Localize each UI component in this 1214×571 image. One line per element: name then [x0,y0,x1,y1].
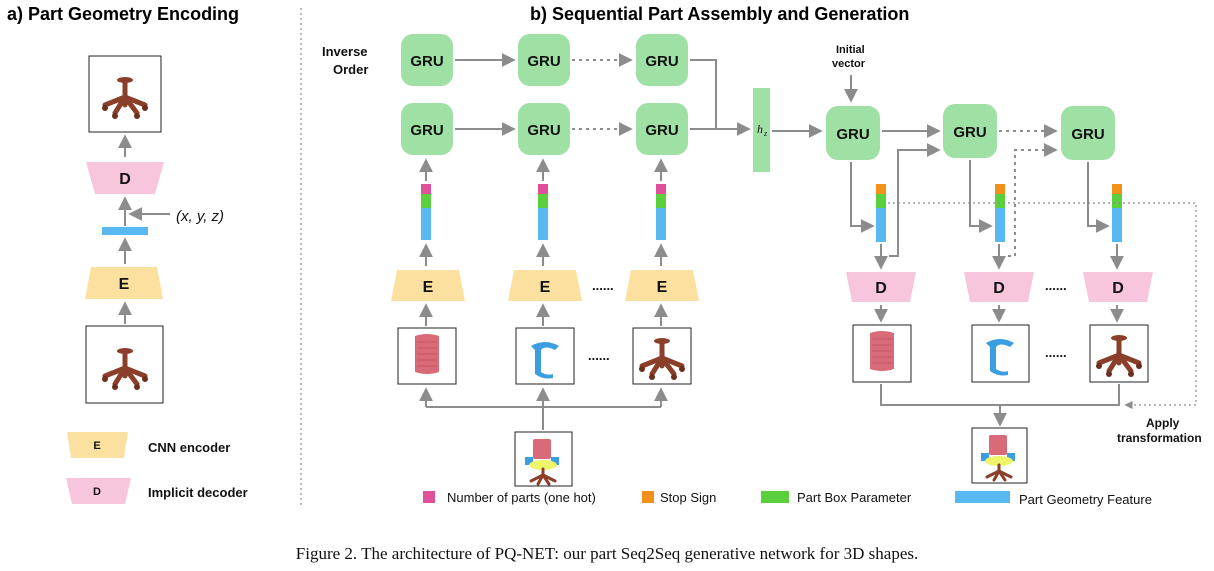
encoder-e-1-letter: E [423,279,434,296]
ellipsis-encoders: ...... [592,278,614,293]
decoder-d-1-letter: D [875,280,887,297]
legend-label-box-param: Part Box Parameter [797,490,912,505]
legend-swatch-stop-sign [642,491,654,503]
initial-vector-line1: Initial [836,44,865,56]
decoder-feature-bar-2 [995,184,1005,242]
encoder-e-1 [391,270,465,301]
hz-label: h [757,122,763,136]
left-encoder-letter: E [119,276,130,293]
decoder-feature-bar-3 [1112,184,1122,242]
decoder-d-2 [964,272,1034,302]
gru-label: GRU [1071,126,1104,143]
encoder-e-2 [508,270,582,301]
arrow-dgru3-to-feat [1087,162,1110,233]
ellipsis-parts: ...... [588,348,610,363]
arrow-feedback-2 [1008,143,1058,257]
legend-label-num-parts: Number of parts (one hot) [447,490,596,505]
left-decoder-shape [86,162,164,194]
decoder-d-3-letter: D [1112,280,1124,297]
decoder-d-2-letter: D [993,280,1005,297]
decoder-d-1 [846,272,916,302]
hz-subscript: z [763,129,768,138]
apply-transformation-line2: transformation [1117,431,1202,445]
chair-back-image [414,333,440,375]
legend-encoder-letter: E [93,440,100,452]
initial-vector-line2: vector [832,58,866,70]
decoder-gru-3 [1061,106,1115,160]
encoder-gru-r2-c2 [518,103,570,155]
arrow-dgru2-to-feat [969,160,993,233]
assembly-line [880,384,1120,406]
encoder-gru-r1-c2 [518,34,570,86]
inverse-order-label-line2: Order [333,62,368,77]
encoder-gru-r2-c3 [636,103,688,155]
gru-label: GRU [645,122,678,139]
legend-swatch-geom-feature [955,491,1010,503]
left-encoder-shape [85,267,163,299]
gru-label: GRU [836,126,869,143]
encoder-feature-bar-1 [421,184,431,240]
ellipsis-decoded-parts: ...... [1045,345,1067,360]
decoder-feature-bar-1 [876,184,886,242]
left-decoder-letter: D [119,171,131,188]
gru-label: GRU [410,122,443,139]
legend-label-geom-feature: Part Geometry Feature [1019,492,1152,507]
gru-label: GRU [527,122,560,139]
legend-encoder-label: CNN encoder [148,440,230,455]
hz-latent-bar [753,88,770,172]
xyz-label: (x, y, z) [176,208,224,225]
decoded-chair-back-image [869,330,895,372]
legend-swatch-box-param [761,491,789,503]
legend-decoder-letter: D [93,486,101,498]
encoder-e-3-letter: E [657,279,668,296]
encoder-e-2-letter: E [540,279,551,296]
encoder-gru-r1-c1 [401,34,453,86]
panel-b-title: b) Sequential Part Assembly and Generati… [530,4,909,24]
gru-label: GRU [645,53,678,70]
decoder-gru-1 [826,106,880,160]
encoder-gru-r1-c3 [636,34,688,86]
arrow-r1-to-hz [690,59,717,129]
figure-caption: Figure 2. The architecture of PQ-NET: ou… [296,544,918,563]
legend-decoder-label: Implicit decoder [148,485,248,500]
gru-label: GRU [410,53,443,70]
ellipsis-decoders: ...... [1045,278,1067,293]
legend-decoder-shape [66,478,131,504]
transform-dotted-path [888,202,1197,410]
arrow-dgru1-to-feat [850,162,875,233]
encoder-feature-bar-2 [538,184,548,240]
decoder-gru-2 [943,104,997,158]
legend-encoder-shape [67,432,128,458]
latent-code-bar [102,227,148,235]
inverse-order-label-line1: Inverse [322,44,368,59]
gru-label: GRU [953,124,986,141]
encoder-gru-r2-c1 [401,103,453,155]
apply-transformation-line1: Apply [1146,416,1180,430]
encoder-feature-bar-3 [656,184,666,240]
gru-label: GRU [527,53,560,70]
legend-label-stop-sign: Stop Sign [660,490,716,505]
panel-a-title: a) Part Geometry Encoding [7,4,239,24]
encoder-e-3 [625,270,699,301]
legend-swatch-num-parts [423,491,435,503]
decoder-d-3 [1083,272,1153,302]
